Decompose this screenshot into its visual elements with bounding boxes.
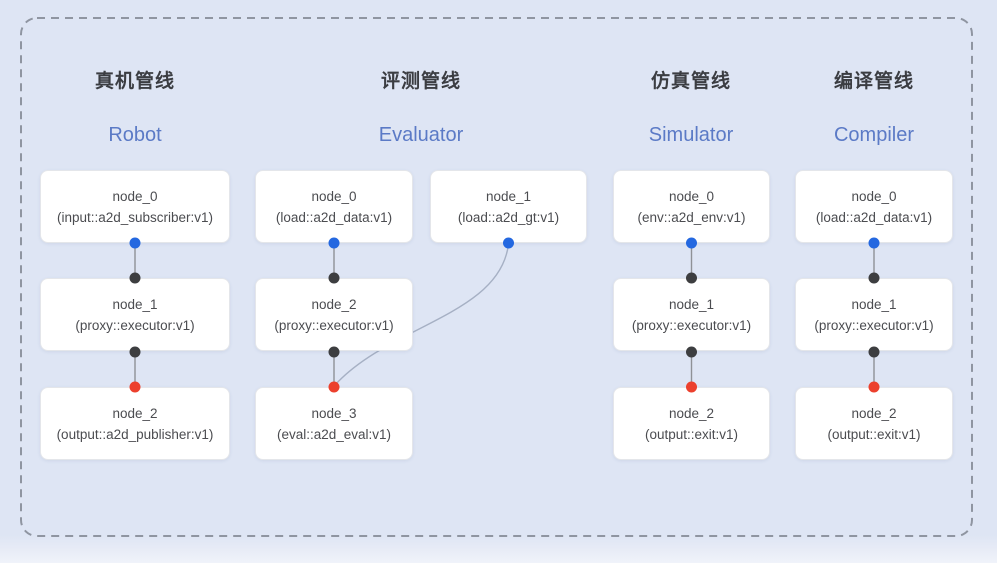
node-impl: (load::a2d_data:v1)	[275, 209, 393, 225]
node-impl: (output::exit:v1)	[644, 426, 739, 442]
node-card: node_3 (eval::a2d_eval:v1)	[255, 387, 413, 460]
node-impl: (proxy::executor:v1)	[75, 317, 195, 333]
pipeline-title-en-compiler: Compiler	[833, 124, 915, 146]
node-name: node_1	[668, 296, 715, 312]
node-card: node_0 (load::a2d_data:v1)	[795, 170, 953, 243]
pipeline-title-zh-compiler: 编译管线	[833, 71, 915, 92]
node-name: node_0	[311, 188, 357, 204]
node-card: node_2 (output::exit:v1)	[795, 387, 953, 460]
node-card: node_1 (proxy::executor:v1)	[795, 278, 953, 351]
node-name: node_0	[668, 188, 715, 204]
node-impl: (input::a2d_subscriber:v1)	[56, 209, 214, 225]
node-impl: (output::exit:v1)	[827, 426, 921, 442]
pipeline-title-en-robot: Robot	[108, 124, 162, 146]
node-name: node_1	[112, 296, 158, 312]
node-card: node_1 (proxy::executor:v1)	[613, 278, 770, 351]
node-impl: (proxy::executor:v1)	[631, 317, 752, 333]
node-impl: (output::a2d_publisher:v1)	[56, 426, 214, 442]
node-impl: (env::a2d_env:v1)	[637, 209, 746, 225]
pipeline-title-en-simulator: Simulator	[648, 124, 734, 146]
node-impl: (proxy::executor:v1)	[274, 317, 394, 333]
node-impl: (proxy::executor:v1)	[814, 317, 934, 333]
node-card: node_0 (load::a2d_data:v1)	[255, 170, 413, 243]
pipeline-title-zh-simulator: 仿真管线	[650, 71, 732, 92]
node-card: node_1 (load::a2d_gt:v1)	[430, 170, 587, 243]
node-card: node_2 (output::exit:v1)	[613, 387, 770, 460]
node-name: node_0	[112, 188, 158, 204]
node-card: node_0 (input::a2d_subscriber:v1)	[40, 170, 230, 243]
node-name: node_2	[851, 405, 897, 421]
node-card: node_1 (proxy::executor:v1)	[40, 278, 230, 351]
node-card: node_2 (proxy::executor:v1)	[255, 278, 413, 351]
node-name: node_0	[851, 188, 897, 204]
pipeline-title-zh-robot: 真机管线	[94, 71, 176, 92]
node-name: node_3	[311, 405, 357, 421]
node-name: node_1	[485, 188, 532, 204]
node-name: node_1	[851, 296, 897, 312]
node-impl: (load::a2d_gt:v1)	[457, 209, 560, 225]
pipeline-title-en-evaluator: Evaluator	[378, 124, 464, 146]
node-impl: (eval::a2d_eval:v1)	[276, 426, 392, 442]
node-name: node_2	[311, 296, 357, 312]
node-name: node_2	[668, 405, 715, 421]
node-name: node_2	[112, 405, 158, 421]
pipeline-title-zh-evaluator: 评测管线	[380, 71, 462, 92]
node-card: node_0 (env::a2d_env:v1)	[613, 170, 770, 243]
node-card: node_2 (output::a2d_publisher:v1)	[40, 387, 230, 460]
node-impl: (load::a2d_data:v1)	[815, 209, 933, 225]
